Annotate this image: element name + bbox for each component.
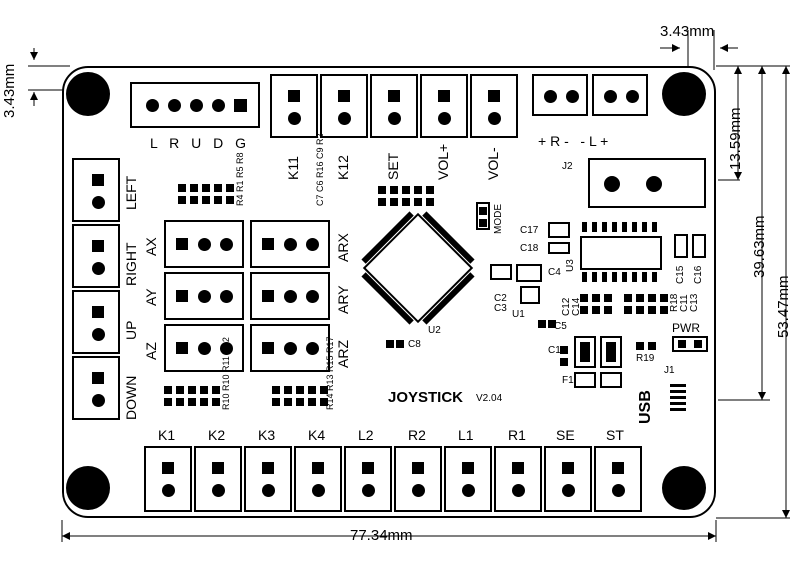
c8-part: [386, 340, 394, 348]
label-u1: U1: [512, 309, 525, 320]
bottom-connector-k4: [294, 446, 342, 512]
label-j2: J2: [562, 161, 573, 172]
mounting-hole-top-left: [66, 72, 110, 116]
c4-part: [516, 264, 542, 282]
label-u2: U2: [428, 325, 441, 336]
label-usb: USB: [637, 390, 654, 424]
c17-part: [548, 222, 570, 238]
label-f1: F1: [562, 375, 574, 386]
label-c16: C16: [693, 265, 704, 284]
label-st: ST: [606, 427, 624, 443]
label-u3: U3: [565, 259, 576, 272]
label-r19: R19: [636, 353, 655, 364]
bottom-connector-k3: [244, 446, 292, 512]
bottom-connector-k1: [144, 446, 192, 512]
top-connector-k11: [270, 74, 318, 138]
label-c18: C18: [520, 243, 539, 254]
dim-top-right: 3.43mm: [660, 23, 715, 40]
label-c1: C1: [548, 345, 561, 356]
board-version: V2.04: [476, 393, 503, 404]
amp-chip-u3: [580, 236, 662, 270]
top-connector-volplus: [420, 74, 468, 138]
top-connector-volminus: [470, 74, 518, 138]
audio-jack-j2: [588, 158, 706, 208]
left-connector-right: [72, 224, 120, 288]
top-connector-k12: [320, 74, 368, 138]
pwr-led: [672, 336, 708, 352]
r19-part: [636, 342, 644, 350]
label-k1: K1: [158, 427, 176, 443]
label-c17: C17: [520, 225, 539, 236]
lrudg-connector: [130, 82, 260, 128]
bottom-connector-r2: [394, 446, 442, 512]
label-c8: C8: [408, 339, 421, 350]
c2-part: [490, 264, 512, 280]
c1-body: [574, 336, 596, 368]
diode-part: [600, 336, 622, 368]
label-c3: C3: [494, 303, 507, 314]
label-c2: C2: [494, 293, 507, 304]
label-k2: K2: [208, 427, 226, 443]
c15-part: [674, 234, 688, 258]
mode-switch: [476, 202, 490, 230]
axis-connector-ay: [164, 272, 244, 320]
speaker-connector-right: [532, 74, 588, 116]
bottom-connector-st: [594, 446, 642, 512]
axis-connector-arx: [250, 220, 330, 268]
left-connector-left: [72, 158, 120, 222]
f1-part: [574, 372, 596, 388]
label-j1: J1: [664, 365, 675, 376]
c1-part-2: [560, 358, 568, 366]
mounting-hole-bottom-right: [662, 466, 706, 510]
dim-bottom: 77.34mm: [350, 527, 413, 544]
top-connector-set: [370, 74, 418, 138]
bottom-connector-r1: [494, 446, 542, 512]
bottom-connector-k2: [194, 446, 242, 512]
axis-connector-ary: [250, 272, 330, 320]
label-k4: K4: [308, 427, 326, 443]
label-c5: C5: [554, 321, 567, 332]
c1-part-1: [560, 346, 568, 354]
left-connector-up: [72, 290, 120, 354]
speaker-label: + R - - L +: [538, 133, 609, 149]
mounting-hole-bottom-left: [66, 466, 110, 510]
r19-part-2: [648, 342, 656, 350]
label-l2: L2: [358, 427, 374, 443]
label-c15: C15: [675, 265, 686, 284]
label-mode: MODE: [493, 204, 504, 234]
c8-part-2: [396, 340, 404, 348]
left-connector-down: [72, 356, 120, 420]
label-se: SE: [556, 427, 575, 443]
bottom-connector-l1: [444, 446, 492, 512]
mounting-hole-top-right: [662, 72, 706, 116]
label-c4: C4: [548, 267, 561, 278]
lrudg-label: L R U D G: [150, 135, 251, 151]
axis-connector-ax: [164, 220, 244, 268]
label-c14: C14: [571, 297, 582, 316]
label-r2: R2: [408, 427, 426, 443]
speaker-connector-left: [592, 74, 648, 116]
label-pwr: PWR: [672, 321, 700, 335]
bottom-connector-l2: [344, 446, 392, 512]
label-c13: C13: [689, 293, 700, 312]
f1-part-2: [600, 372, 622, 388]
c18-part: [548, 242, 570, 254]
board-title: JOYSTICK: [388, 389, 464, 406]
label-l1: L1: [458, 427, 474, 443]
bottom-connector-se: [544, 446, 592, 512]
axis-connector-arz: [250, 324, 330, 372]
label-k3: K3: [258, 427, 276, 443]
u1-part: [520, 286, 540, 304]
c5-part-2: [548, 320, 556, 328]
axis-connector-az: [164, 324, 244, 372]
c5-part: [538, 320, 546, 328]
label-r1: R1: [508, 427, 526, 443]
c16-part: [692, 234, 706, 258]
